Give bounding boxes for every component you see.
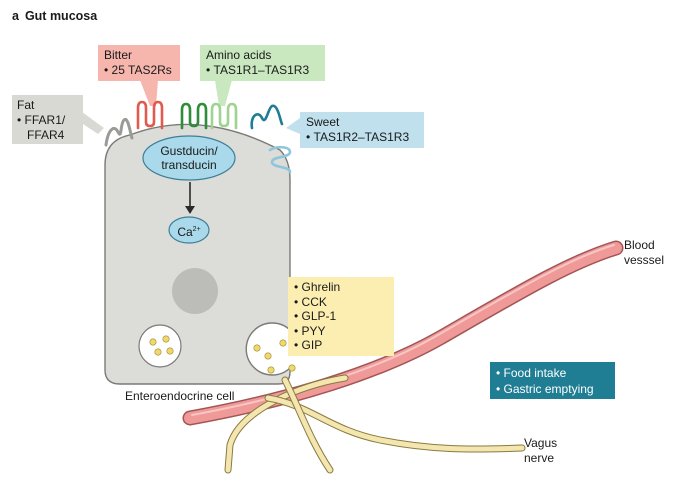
vesicle-granule xyxy=(166,347,174,355)
amino-box-item: TAS1R1–TAS1R3 xyxy=(206,63,319,78)
released-granule xyxy=(267,366,275,374)
gustducin-label-line: transducin xyxy=(161,158,217,172)
vesicle-granule xyxy=(162,335,170,343)
hormone-item: Ghrelin xyxy=(294,280,388,295)
vagus-nerve-branch xyxy=(225,375,348,473)
bitter-box: Bitter 25 TAS2Rs xyxy=(98,45,180,81)
fat-box-item: FFAR1/ xyxy=(17,113,78,128)
vagus-nerve-fiber xyxy=(282,377,333,473)
blood-vessel-label-line: Blood xyxy=(624,238,655,252)
effect-item: Gastric emptying xyxy=(496,381,609,397)
sweet-box-item: TAS1R2–TAS1R3 xyxy=(306,130,418,145)
blood-vessel-label: Blood vesssel xyxy=(624,238,664,268)
hormone-item: GLP-1 xyxy=(294,309,388,324)
fat-box-title: Fat xyxy=(17,98,35,112)
gustducin-ellipse xyxy=(142,135,236,181)
released-granule xyxy=(288,364,296,372)
amino-callout-pointer xyxy=(215,80,232,106)
hormone-item: CCK xyxy=(294,295,388,310)
vesicle-granule xyxy=(149,338,157,346)
bitter-box-item: 25 TAS2Rs xyxy=(104,63,174,78)
hormone-item: PYY xyxy=(294,324,388,339)
calcium-symbol: Ca xyxy=(177,225,193,239)
sweet-callout-pointer xyxy=(286,118,300,134)
secretory-vesicle xyxy=(138,324,182,368)
effects-box: Food intake Gastric emptying xyxy=(490,362,615,399)
enteroendocrine-cell-label: Enteroendocrine cell xyxy=(125,389,235,403)
calcium-ellipse xyxy=(168,216,210,244)
gustducin-label-line: Gustducin/ xyxy=(160,144,218,158)
calcium-label: Ca2+ xyxy=(169,223,209,239)
amino-acids-box: Amino acids TAS1R1–TAS1R3 xyxy=(200,45,325,81)
amino-box-title: Amino acids xyxy=(206,48,272,62)
sweet-receptor-tas1r2-icon xyxy=(250,104,284,130)
vesicle-granule xyxy=(154,348,162,356)
hormone-item: GIP xyxy=(294,338,388,353)
gustducin-label: Gustducin/ transducin xyxy=(143,144,235,172)
released-granule xyxy=(279,339,287,347)
fat-box: Fat FFAR1/ FFAR4 xyxy=(12,95,83,144)
bitter-box-title: Bitter xyxy=(104,48,133,62)
panel-title-text: Gut mucosa xyxy=(24,9,98,23)
fat-receptor-icon xyxy=(104,117,134,147)
fat-callout-pointer xyxy=(80,112,104,134)
bitter-callout-pointer xyxy=(140,80,158,106)
released-granule xyxy=(264,352,272,360)
vagus-nerve-label: Vagus nerve xyxy=(524,436,557,466)
vagus-nerve-label-line: nerve xyxy=(524,451,555,465)
amino-receptor-tas1r1-icon xyxy=(180,102,208,130)
sweet-box: Sweet TAS1R2–TAS1R3 xyxy=(300,112,424,148)
panel-title: a Gut mucosa xyxy=(12,9,97,23)
vagus-nerve-label-line: Vagus xyxy=(524,436,558,450)
cell-nucleus xyxy=(172,268,218,314)
signaling-arrowhead xyxy=(185,206,195,214)
bitter-receptor-icon xyxy=(136,100,164,130)
blood-vessel-label-line: vesssel xyxy=(624,253,665,267)
effect-item: Food intake xyxy=(496,365,609,381)
panel-letter: a xyxy=(12,9,19,23)
calcium-charge: 2+ xyxy=(192,226,201,233)
released-granule xyxy=(253,344,261,352)
sweet-receptor-tas1r3-icon xyxy=(268,145,292,174)
sweet-box-title: Sweet xyxy=(306,115,340,129)
amino-receptor-tas1r3-icon xyxy=(210,102,238,130)
fat-box-item: FFAR4 xyxy=(27,128,65,142)
hormone-box: Ghrelin CCK GLP-1 PYY GIP xyxy=(288,277,394,356)
